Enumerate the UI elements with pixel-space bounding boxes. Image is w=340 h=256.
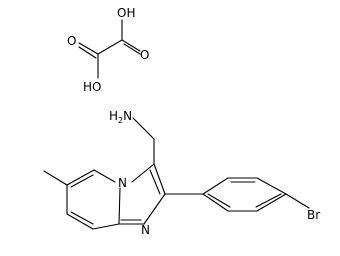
amine-label: H2N <box>109 109 132 125</box>
aminomethyl-bonds <box>132 117 155 165</box>
amine-n-text: N <box>123 109 132 123</box>
pyridine-ring-bonds <box>43 169 121 230</box>
bromine-label: Br <box>307 208 320 222</box>
oxalic-acid-bonds <box>78 19 141 79</box>
oxalic-o-left-label: O <box>67 34 76 48</box>
bridgehead-n-label: N <box>118 176 127 190</box>
ring-n-label: N <box>141 223 150 237</box>
oxalic-o-right-label: O <box>140 48 149 62</box>
oxalic-ho-label: HO <box>83 80 101 94</box>
amine-subscript: 2 <box>118 116 123 125</box>
amine-h-text: H <box>109 109 118 123</box>
bromophenyl-bonds <box>164 177 310 212</box>
oxalic-oh-label: OH <box>117 6 135 20</box>
imidazole-ring-bonds <box>118 163 166 225</box>
